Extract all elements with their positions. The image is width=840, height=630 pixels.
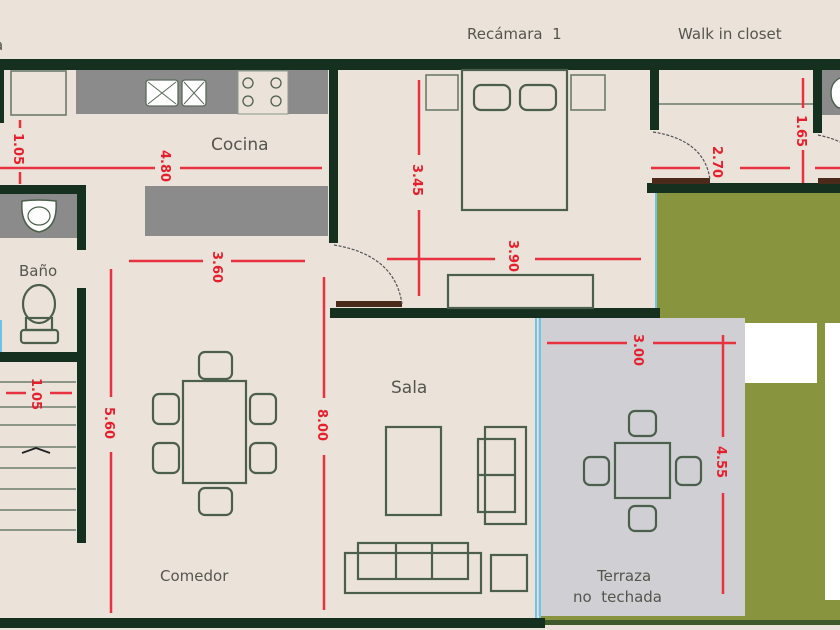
coffee-table xyxy=(384,425,443,517)
room-label-terraza-2: no techada xyxy=(573,588,662,606)
door-swing-closet-2 xyxy=(817,134,840,143)
stove-icon xyxy=(237,70,289,115)
dim-comedor-width: 3.60 xyxy=(209,251,224,283)
garden-white-block xyxy=(745,323,817,383)
wall-closet-left xyxy=(650,65,659,130)
bed xyxy=(425,68,606,212)
dim-stairs-width: 1.05 xyxy=(28,378,43,410)
wall-terrace-corner xyxy=(530,308,660,318)
stairs xyxy=(0,381,76,531)
dim-recamara-height: 3.45 xyxy=(409,164,424,196)
room-label-comedor: Comedor xyxy=(160,567,229,585)
fridge xyxy=(10,70,67,116)
door-sill-bedroom xyxy=(336,301,402,307)
wall-closet-bottom xyxy=(647,183,840,193)
bedroom-dresser xyxy=(446,273,595,310)
kitchen-island xyxy=(145,186,328,236)
wall-bath-right-bottom xyxy=(77,288,86,543)
garden-white-strip xyxy=(825,323,840,600)
terrace-floor xyxy=(538,318,745,616)
room-label-bano: Baño xyxy=(19,262,57,280)
dim-recamara-width: 3.90 xyxy=(505,240,520,272)
garden-area-bottom xyxy=(540,612,840,622)
wall-bath-top xyxy=(0,185,85,194)
door-sill-closet-2 xyxy=(818,178,840,184)
room-label-terraza-1: Terraza xyxy=(596,567,651,585)
room-label-recamara: Recámara 1 xyxy=(467,25,562,43)
sofa xyxy=(343,541,483,595)
wall-bottom xyxy=(0,618,545,628)
dim-closet-depth: 1.65 xyxy=(793,115,808,147)
wall-bath-bottom xyxy=(0,352,85,362)
room-label-sala: Sala xyxy=(391,378,427,398)
side-table xyxy=(489,553,529,593)
dim-terraza-width: 3.00 xyxy=(630,334,645,366)
wall-top xyxy=(0,59,840,70)
toilet-icon xyxy=(19,283,60,345)
door-sill-closet xyxy=(652,178,710,184)
wall-left-top xyxy=(0,65,4,123)
closet-basin-icon xyxy=(830,77,840,109)
terrace-table xyxy=(582,409,703,533)
room-label-closet: Walk in closet xyxy=(678,25,782,43)
wall-bottom-right xyxy=(545,620,840,625)
wall-kitchen-right xyxy=(329,65,338,243)
room-label-cocina: Cocina xyxy=(211,135,269,155)
dim-terraza-height: 4.55 xyxy=(713,446,728,478)
door-swing-bedroom xyxy=(333,244,403,305)
door-swing-closet xyxy=(652,131,711,181)
room-label-partial: a xyxy=(0,36,3,54)
dining-table xyxy=(151,350,278,517)
dim-cocina-depth: 1.05 xyxy=(10,133,25,165)
wall-bath-right-top xyxy=(77,185,86,250)
dim-closet-width: 2.70 xyxy=(709,146,724,178)
dim-living-height: 8.00 xyxy=(314,409,329,441)
armchair xyxy=(476,425,528,526)
washbasin-icon xyxy=(21,199,57,233)
dim-cocina-width: 4.80 xyxy=(157,150,172,182)
dim-comedor-height: 5.60 xyxy=(101,407,116,439)
sink-icon xyxy=(145,79,207,107)
wall-closet-right xyxy=(813,65,822,133)
wall-bedroom-bottom xyxy=(330,308,658,318)
